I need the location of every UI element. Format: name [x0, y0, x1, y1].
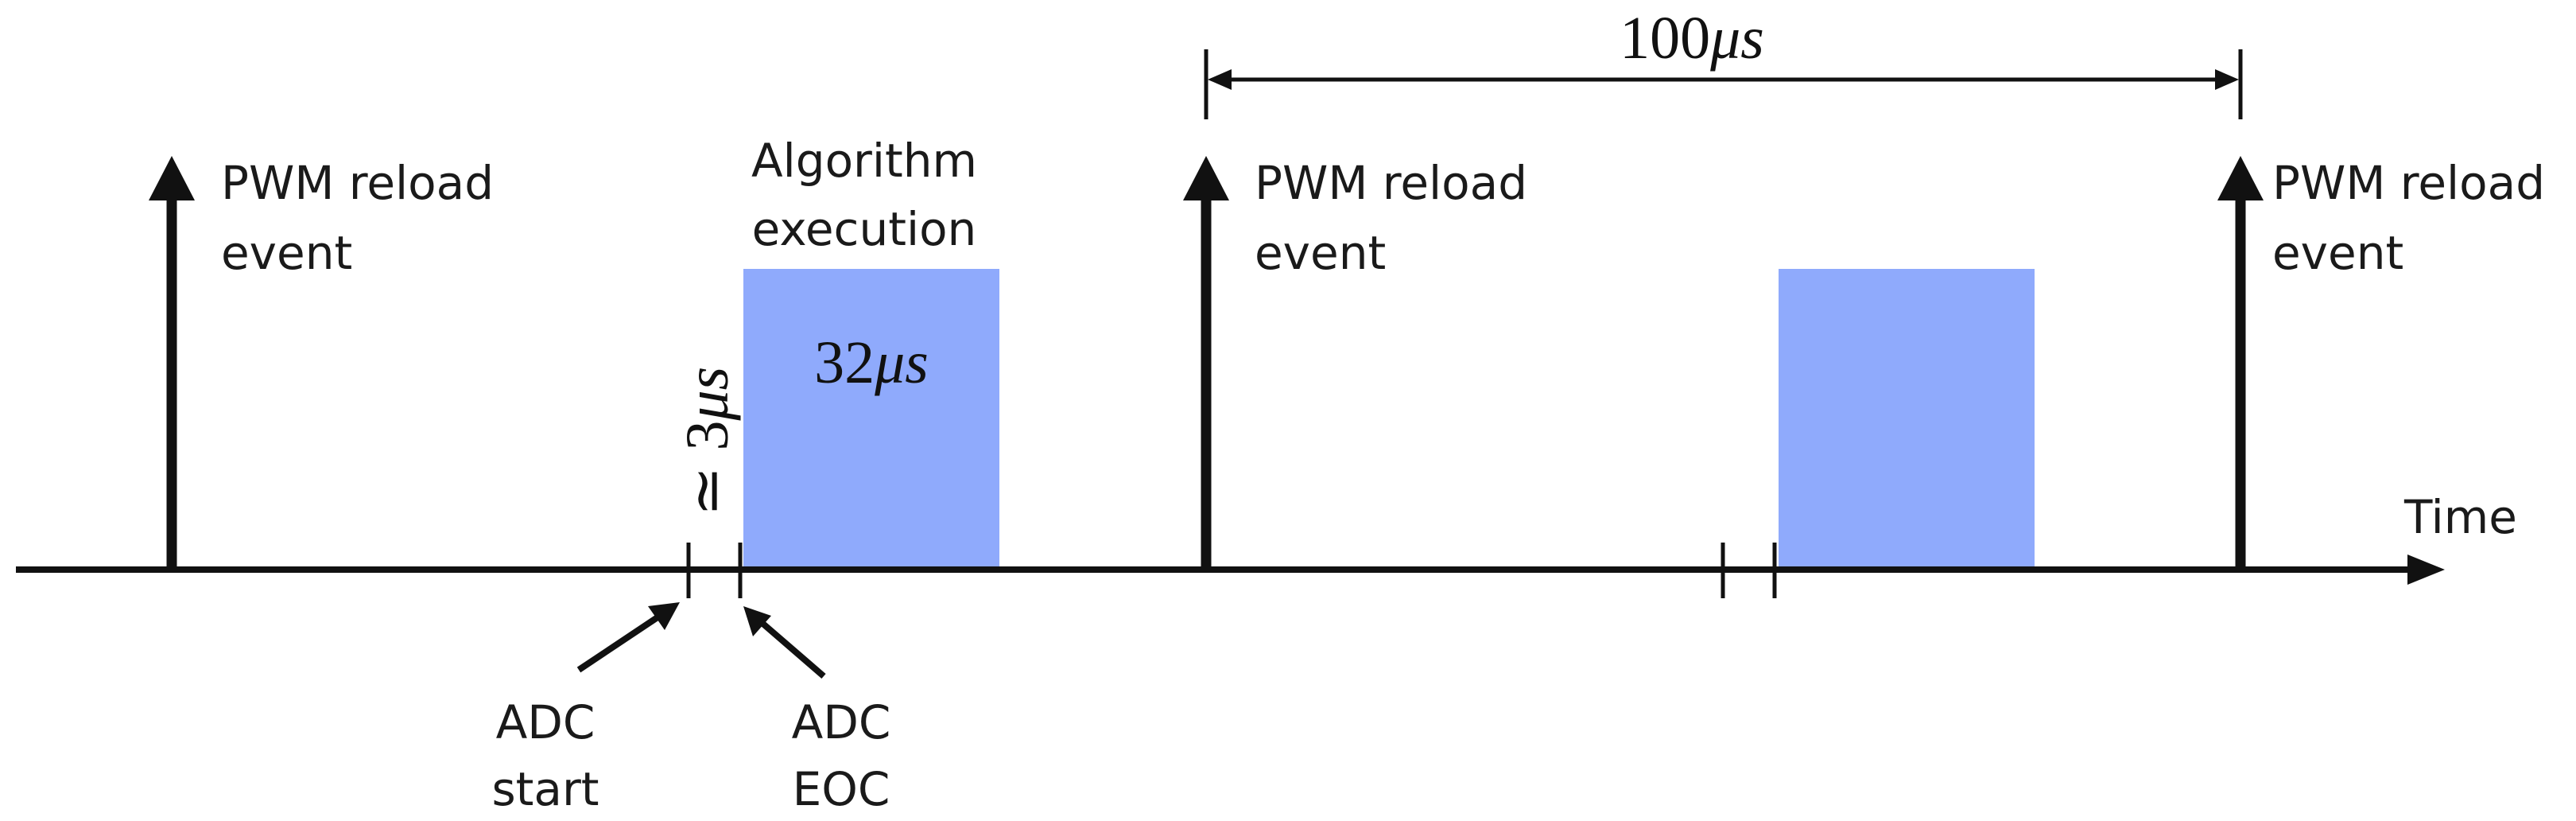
adc-start-pointer-arrow [576, 602, 680, 673]
period-label: 100μs [1620, 5, 1764, 72]
algorithm-label-line2: execution [752, 202, 977, 256]
pwm-event-arrow-1 [149, 156, 195, 570]
time-axis-arrowhead [2407, 554, 2445, 585]
pwm-event-label-3-line2: event [2272, 226, 2403, 280]
pwm-event-arrow-3 [2217, 156, 2264, 570]
execution-block-2 [1779, 269, 2035, 570]
adc-start-label-line1: ADC [496, 695, 596, 749]
execution-block-1 [743, 269, 999, 570]
pwm-event-label-1-line2: event [221, 226, 352, 280]
algorithm-label-line1: Algorithm [751, 134, 977, 188]
pwm-event-label-2-line2: event [1255, 226, 1386, 280]
pwm-event-label-2-line1: PWM reload [1255, 156, 1527, 210]
adc-eoc-label-line2: EOC [793, 762, 890, 816]
execution-duration-label: 32μs [814, 329, 929, 396]
conversion-duration-label: ≃ 3μs [674, 367, 741, 516]
pwm-event-arrow-2 [1183, 156, 1229, 570]
adc-start-label-line2: start [491, 762, 599, 816]
period-dimension [1204, 49, 2243, 119]
adc-eoc-label-line1: ADC [792, 695, 891, 749]
time-axis-label: Time [2403, 490, 2517, 544]
adc-eoc-pointer-arrow [743, 606, 826, 679]
pwm-event-label-1-line1: PWM reload [221, 156, 494, 210]
pwm-event-label-3-line1: PWM reload [2272, 156, 2545, 210]
